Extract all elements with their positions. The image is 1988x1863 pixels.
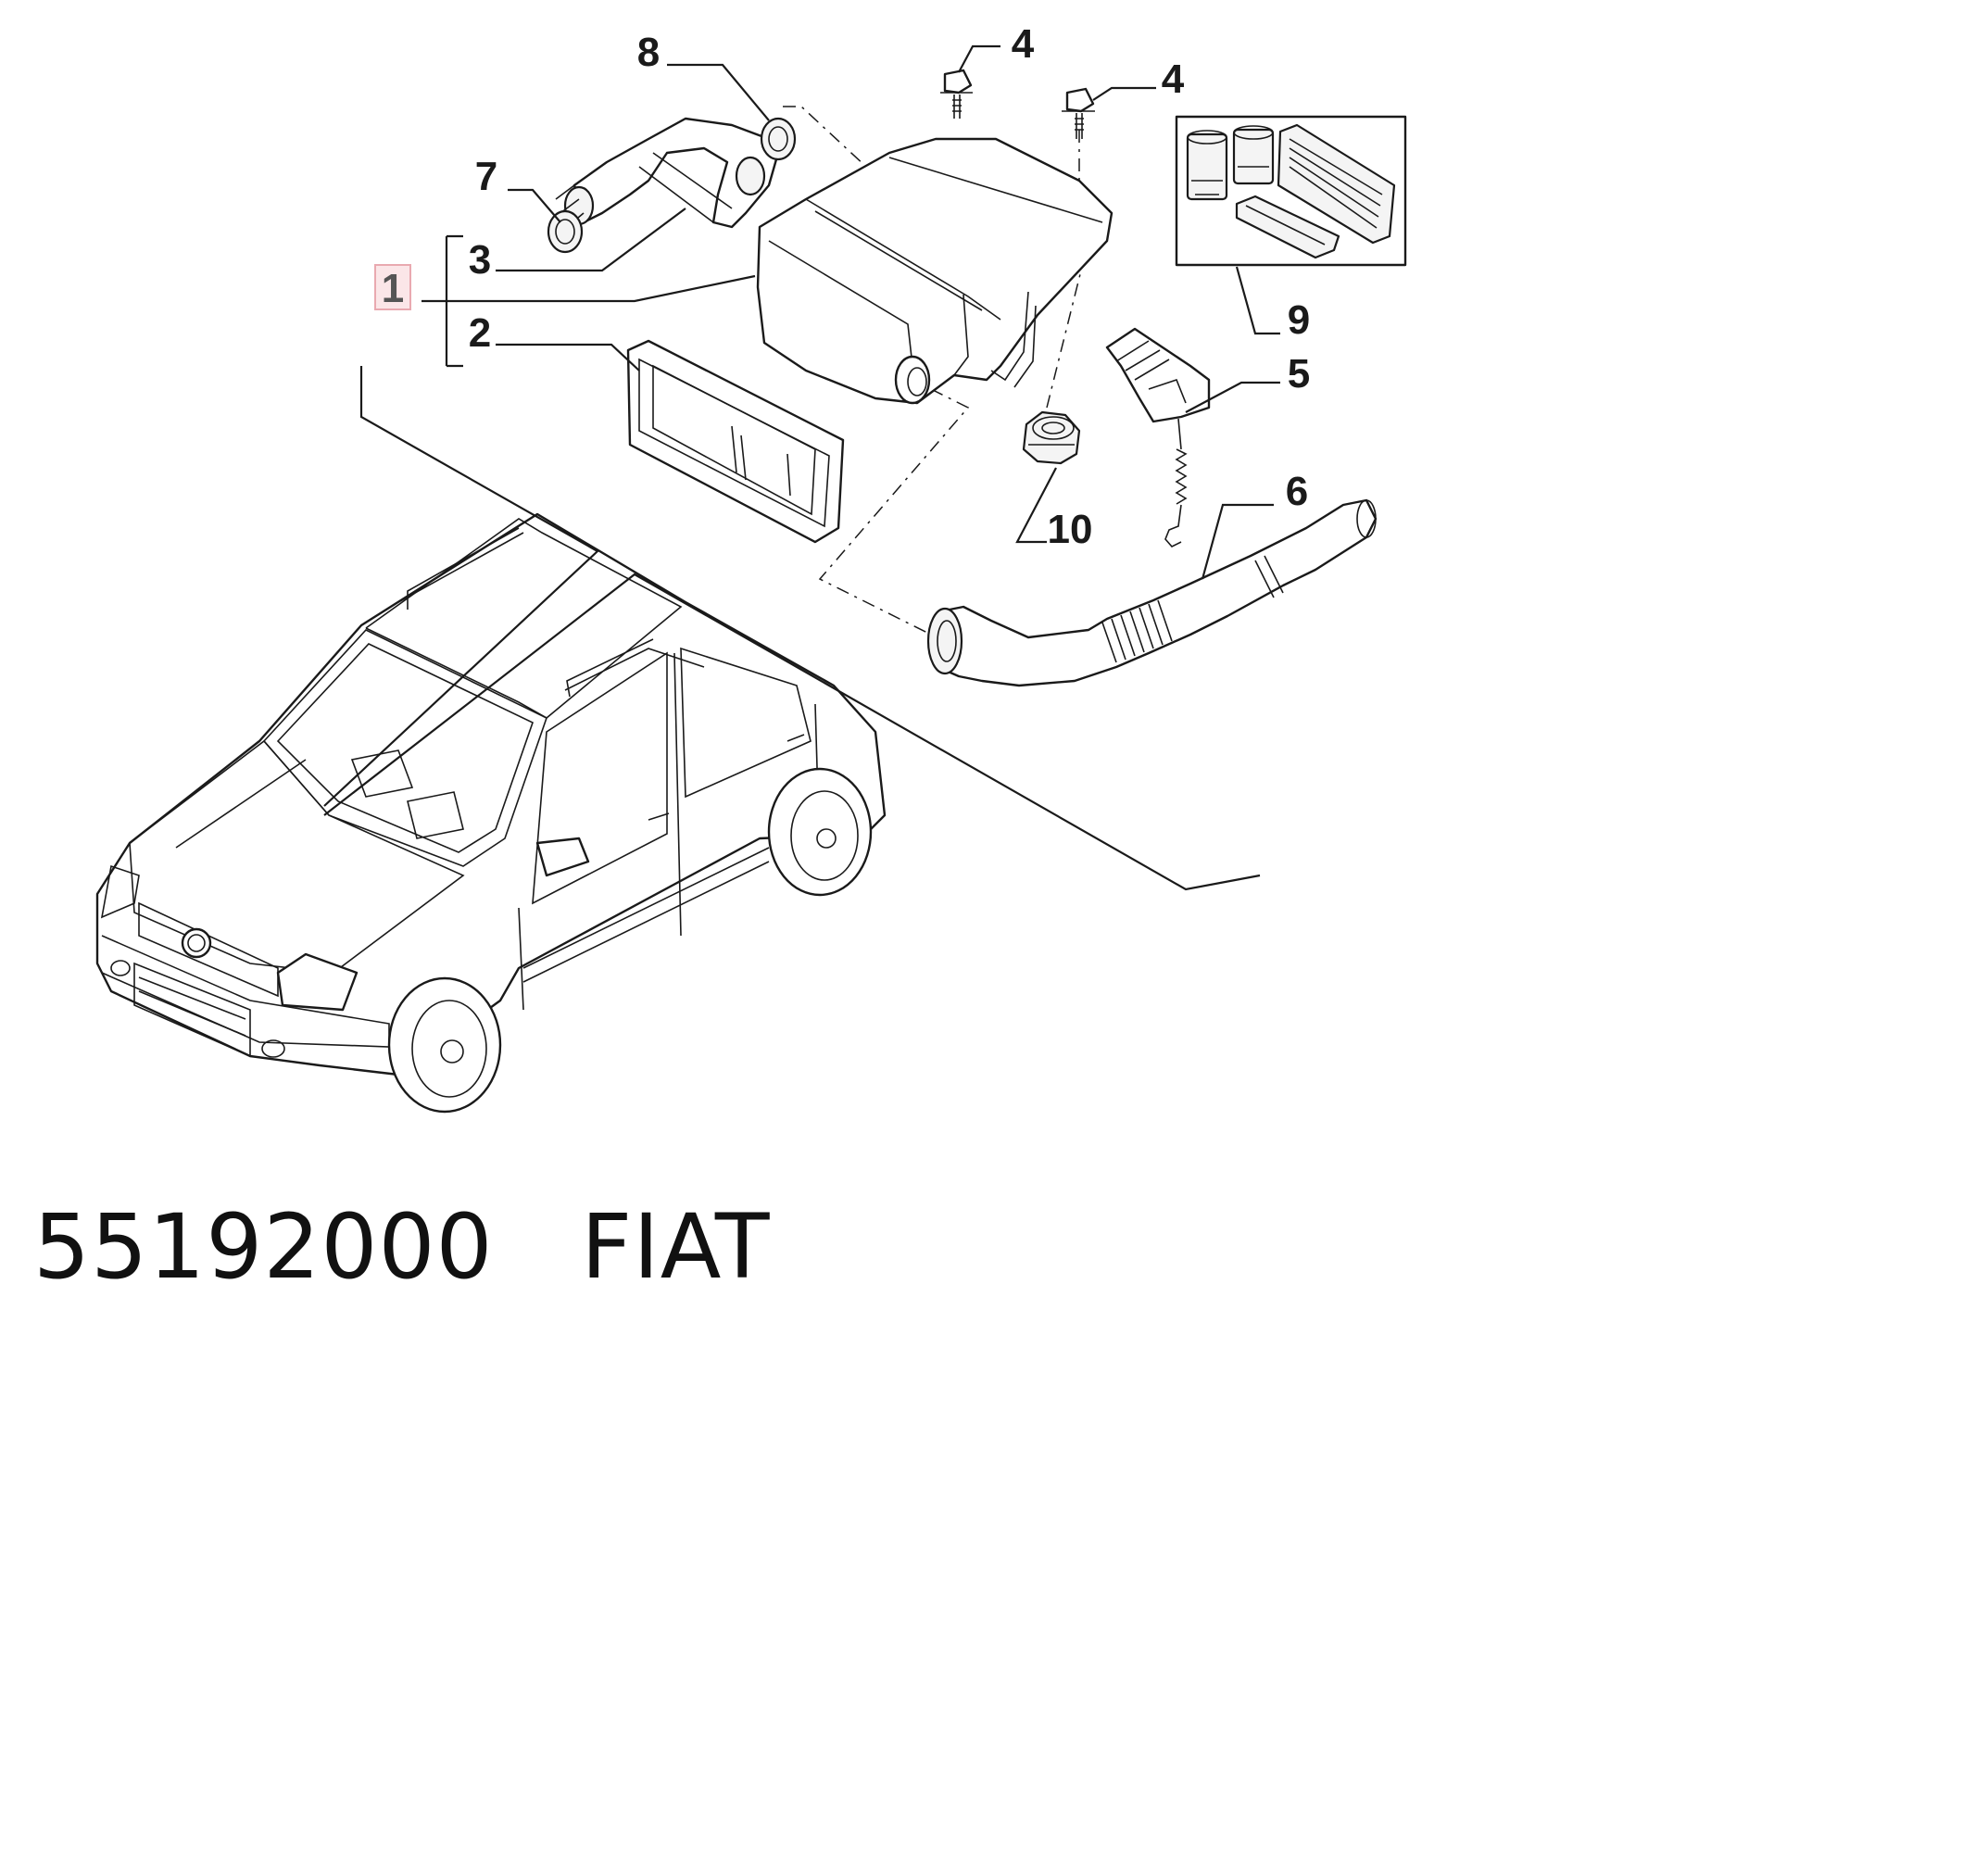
callout-1: 1 [382,266,404,311]
part-number: 55192000 [33,1195,494,1299]
mounting-bracket [1105,327,1211,548]
filter-element [626,339,845,544]
callout-leaders [422,44,1280,580]
callout-8: 8 [637,30,660,75]
callout-2: 2 [469,310,491,356]
bolt-right [1062,87,1095,139]
brand-name: FIAT [581,1195,771,1299]
callout-10: 10 [1048,507,1093,552]
parts-diagram: 1 2 3 4 4 5 6 7 8 9 10 55192000 FIAT [33,21,1407,1299]
exploded-view-drawing: 1 2 3 4 4 5 6 7 8 9 10 [95,21,1407,1114]
engine-bay-leader-lines [323,366,1261,891]
callout-4-left: 4 [1012,21,1035,67]
breather-hose [547,117,797,254]
bolt-left [940,69,973,119]
service-kit-box [1175,115,1407,267]
air-cleaner-housing [756,137,1114,405]
selected-part-highlight [374,264,411,310]
intake-pipe [926,498,1378,687]
callout-3: 3 [469,237,491,283]
part-caption: 55192000 FIAT [33,1195,771,1299]
callout-6: 6 [1286,469,1308,514]
callout-4-right: 4 [1162,57,1185,102]
callout-7: 7 [475,154,497,199]
callout-labels: 1 2 3 4 4 5 6 7 8 9 10 [374,21,1310,552]
rubber-grommet [1022,410,1081,465]
car-illustration [95,512,887,1114]
callout-9: 9 [1288,297,1310,343]
callout-5: 5 [1288,351,1310,397]
